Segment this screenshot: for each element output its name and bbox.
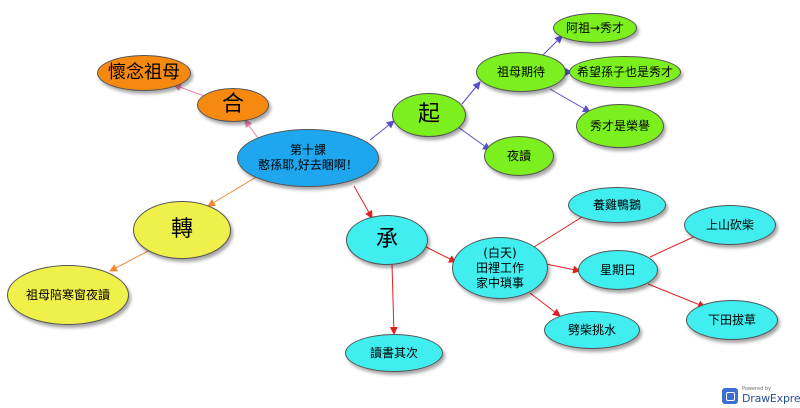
edge-qidai-rongyu (549, 88, 591, 113)
node-yang-jiyae[interactable]: 養雞鴨鵝 (568, 187, 666, 223)
node-cheng-label: 承 (375, 227, 398, 253)
badge-powered-by: Powered by (742, 386, 771, 392)
edge-center-zhuan (207, 175, 259, 207)
node-zhuan[interactable]: 轉 (133, 201, 231, 259)
node-xiatian-label: 下田拔草 (707, 312, 756, 327)
node-zumu-peidu[interactable]: 祖母陪寒窗夜讀 (7, 265, 129, 325)
node-zumu-qidai[interactable]: 祖母期待 (476, 52, 566, 92)
drawexpress-logo-icon (722, 388, 738, 404)
node-pichai-label: 劈柴挑水 (567, 322, 616, 337)
node-shangshan-label: 上山砍柴 (705, 217, 754, 232)
node-yangji-label: 養雞鴨鵝 (592, 197, 641, 212)
node-huainian-label: 懷念祖母 (108, 61, 180, 83)
node-shangshan-kanchai[interactable]: 上山砍柴 (684, 205, 776, 245)
node-zhuan-label: 轉 (170, 217, 193, 243)
node-azu-xiucai[interactable]: 阿祖→秀才 (553, 13, 637, 43)
node-baitian-label: (白天) 田裡工作 家中瑣事 (475, 245, 524, 290)
edge-center-qi (369, 120, 395, 141)
node-yedu-label: 夜讀 (506, 148, 531, 163)
node-rongyu-label: 秀才是榮譽 (589, 118, 650, 133)
edge-xingqiri-xiatian (647, 283, 706, 309)
node-xiucai-rongyu[interactable]: 秀才是榮譽 (576, 104, 664, 148)
node-xingqiri[interactable]: 星期日 (578, 250, 658, 290)
node-cheng[interactable]: 承 (346, 215, 428, 265)
node-qi[interactable]: 起 (392, 93, 466, 137)
node-qi-label: 起 (417, 102, 440, 128)
edge-center-cheng (353, 185, 373, 219)
node-he[interactable]: 合 (197, 88, 269, 122)
node-xiwang-sunzi[interactable]: 希望孫子也是秀才 (569, 56, 681, 88)
edge-cheng-baitian (425, 246, 457, 263)
node-center-label: 第十課 憨孫耶,好去睏啊！ (258, 143, 358, 172)
edge-baitian-pichai (529, 292, 561, 317)
drawexpress-badge: Powered by DrawExpress (722, 386, 800, 406)
node-yedu[interactable]: 夜讀 (484, 136, 554, 176)
edge-baitian-xingqiri (545, 263, 581, 274)
node-xiwang-label: 希望孫子也是秀才 (576, 64, 673, 79)
badge-brand-name: DrawExpress (742, 392, 800, 405)
node-dushu-qici[interactable]: 讀書其次 (345, 334, 443, 372)
node-huainian-zumu[interactable]: 懷念祖母 (97, 55, 191, 91)
node-center-lesson-title[interactable]: 第十課 憨孫耶,好去睏啊！ (237, 129, 379, 187)
node-baitian-work[interactable]: (白天) 田裡工作 家中瑣事 (452, 237, 548, 299)
edge-qi-qidai (461, 81, 481, 105)
node-qidai-label: 祖母期待 (496, 64, 545, 79)
node-xiatian-bacao[interactable]: 下田拔草 (686, 300, 778, 340)
node-he-label: 合 (221, 92, 244, 118)
edge-zhuan-peidu (109, 249, 151, 272)
node-azu-label: 阿祖→秀才 (565, 20, 625, 35)
node-xingqiri-label: 星期日 (599, 262, 636, 277)
edge-cheng-dushu (389, 263, 398, 335)
edge-baitian-yangji (533, 211, 591, 248)
edge-qi-yedu (457, 126, 491, 151)
node-dushu-label: 讀書其次 (369, 345, 418, 360)
node-pichai-tiaoshui[interactable]: 劈柴挑水 (544, 311, 640, 349)
edge-center-he (244, 119, 259, 139)
node-peidu-label: 祖母陪寒窗夜讀 (25, 287, 110, 302)
